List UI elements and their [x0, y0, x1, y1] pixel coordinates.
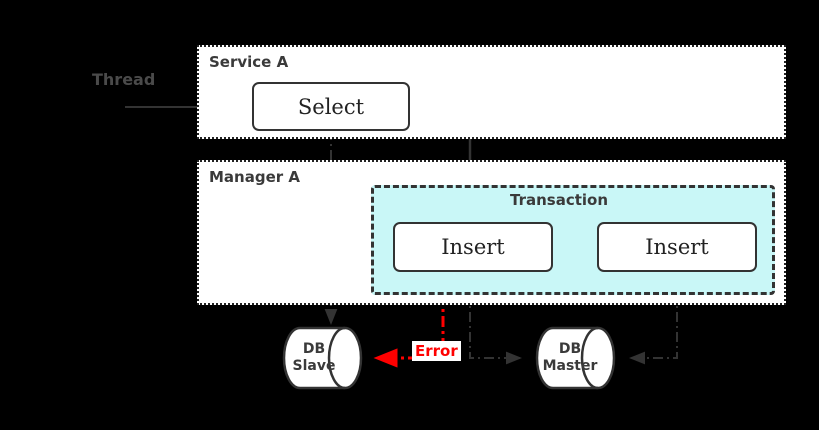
lane-title-manager-a: Manager A: [209, 168, 300, 186]
db-master-shape: [535, 326, 616, 390]
node-insert-1[interactable]: Insert: [393, 222, 553, 272]
transaction-title: Transaction: [510, 191, 609, 209]
lane-title-service-a: Service A: [209, 53, 289, 71]
thread-label: Thread: [92, 70, 156, 89]
error-label: Error: [412, 341, 461, 361]
node-insert-2[interactable]: Insert: [597, 222, 757, 272]
node-select[interactable]: Select: [252, 82, 410, 131]
db-slave-shape: [282, 326, 363, 390]
